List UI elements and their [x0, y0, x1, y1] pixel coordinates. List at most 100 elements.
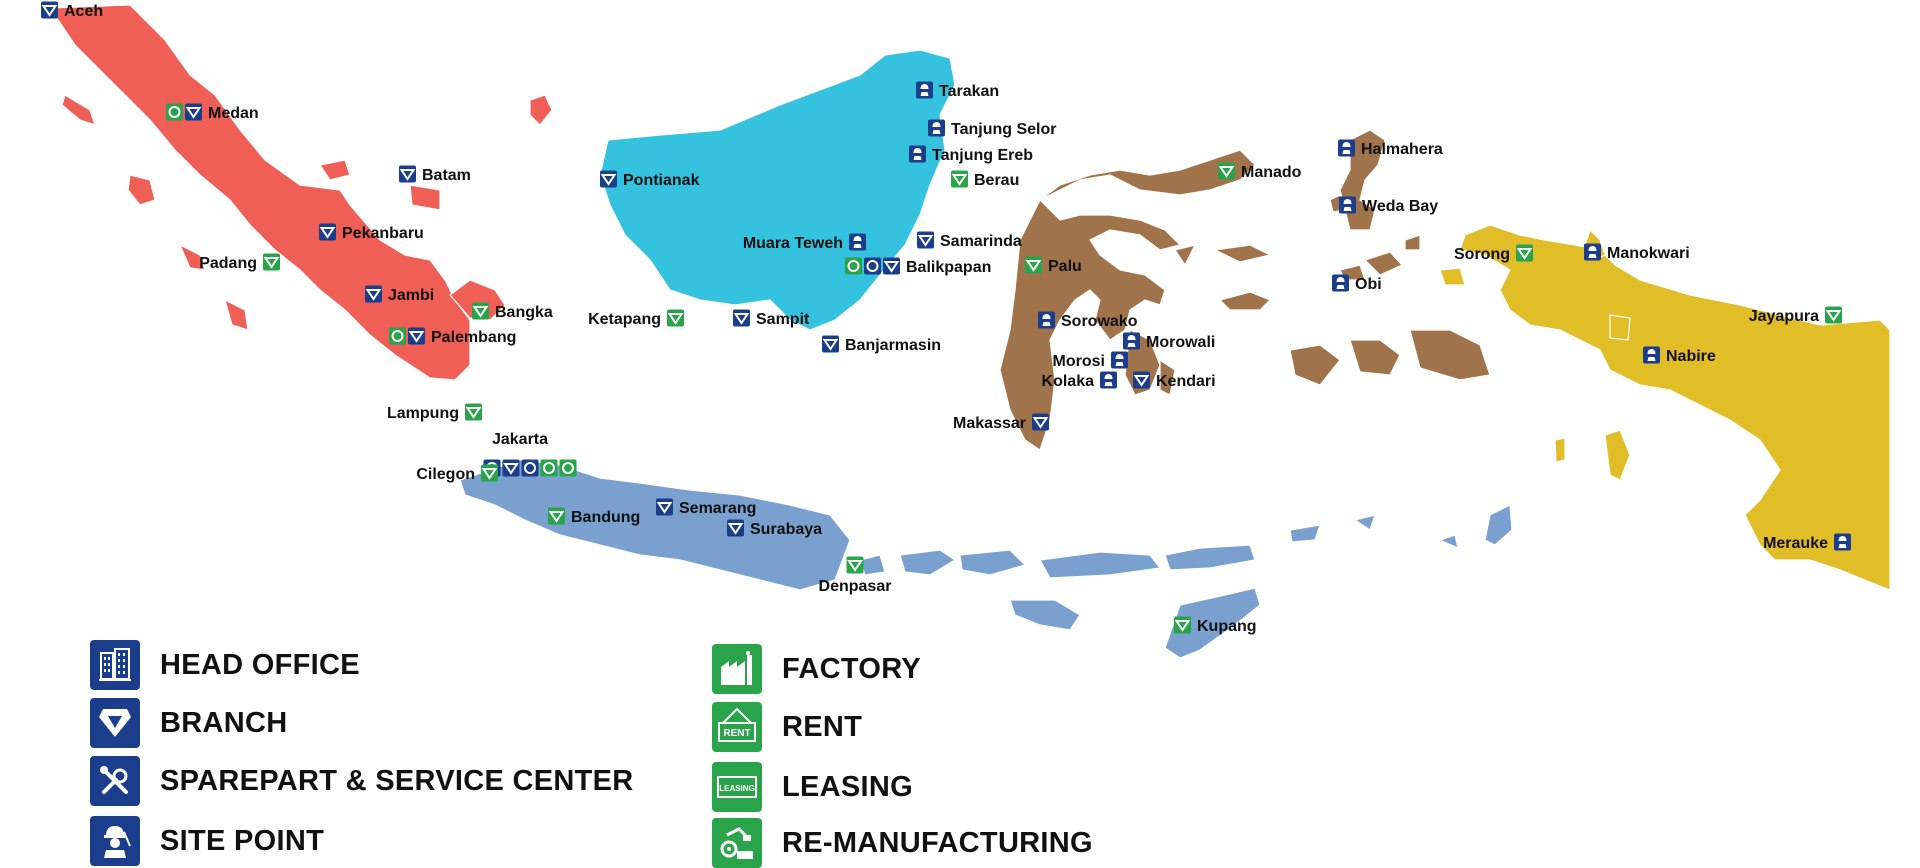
- location-jambi: Jambi: [365, 285, 434, 304]
- branch-icon: [319, 223, 336, 241]
- legend-head-office: HEAD OFFICE: [90, 640, 360, 690]
- location-pontianak: Pontianak: [600, 170, 700, 189]
- location-label: Morowali: [1146, 334, 1215, 351]
- location-label: Semarang: [679, 500, 756, 517]
- location-label: Weda Bay: [1362, 198, 1438, 215]
- location-label: Pontianak: [623, 172, 700, 189]
- branch-icon: [502, 459, 520, 477]
- java-nusa-region: [459, 459, 1513, 659]
- location-label: Merauke: [1763, 535, 1828, 552]
- location-kendari: Kendari: [1133, 371, 1216, 390]
- sparepart-icon: [864, 257, 881, 275]
- location-merauke: Merauke: [1763, 533, 1851, 552]
- legend-label-sparepart: SPAREPART & SERVICE CENTER: [160, 764, 634, 797]
- legend-label-leasing: LEASING: [782, 770, 913, 803]
- site-point-icon: [1123, 332, 1140, 350]
- rent-icon-text: RENT: [723, 728, 750, 739]
- location-nabire: Nabire: [1643, 346, 1716, 365]
- location-label: Ketapang: [588, 311, 661, 328]
- branch-icon: [365, 285, 382, 303]
- location-batam: Batam: [399, 165, 471, 184]
- remanufacturing-icon: [712, 818, 762, 868]
- location-label: Manado: [1241, 164, 1302, 181]
- location-tarakan: Tarakan: [916, 81, 999, 100]
- sulawesi-maluku-region: [999, 129, 1491, 451]
- site-point-icon: [849, 233, 866, 251]
- branch-icon: [883, 257, 900, 275]
- location-kupang: Kupang: [1174, 616, 1257, 635]
- location-sorowako: Sorowako: [1038, 311, 1138, 330]
- site-point-icon: [1332, 274, 1349, 292]
- location-semarang: Semarang: [656, 498, 756, 517]
- location-label: Kupang: [1197, 618, 1257, 635]
- location-label: Denpasar: [819, 578, 892, 595]
- location-surabaya: Surabaya: [727, 519, 822, 538]
- location-label: Cilegon: [416, 466, 475, 483]
- legend-label-branch: BRANCH: [160, 706, 288, 739]
- location-label: Tarakan: [939, 83, 999, 100]
- branch-icon: [1032, 413, 1049, 431]
- location-label: Tanjung Ereb: [932, 147, 1033, 164]
- branch-icon: [656, 498, 673, 516]
- branch-icon: [185, 103, 202, 121]
- leasing-icon-text: LEASING: [719, 784, 755, 793]
- location-aceh: Aceh: [41, 1, 103, 20]
- rent-icon: [263, 253, 280, 271]
- location-samarinda: Samarinda: [917, 231, 1022, 250]
- legend-factory: FACTORY: [712, 644, 921, 694]
- rent-icon: [465, 403, 482, 421]
- location-padang: Padang: [199, 253, 280, 272]
- branch-icon: [408, 327, 425, 345]
- location-label: Bandung: [571, 509, 640, 526]
- legend-rent: RENT RENT: [712, 702, 862, 752]
- location-banjarmasin: Banjarmasin: [822, 335, 941, 354]
- location-denpasar: Denpasar: [819, 556, 892, 595]
- rent-icon: [472, 302, 489, 320]
- site-point-icon: [909, 145, 926, 163]
- rent-icon: [1174, 616, 1191, 634]
- site-point-icon: [1100, 371, 1117, 389]
- location-balikpapan: Balikpapan: [845, 257, 991, 276]
- location-label: Lampung: [387, 405, 459, 422]
- legend-label-site-point: SITE POINT: [160, 824, 325, 857]
- location-label: Jambi: [388, 287, 434, 304]
- location-label: Muara Teweh: [743, 235, 843, 252]
- location-pekanbaru: Pekanbaru: [319, 223, 424, 242]
- location-jayapura: Jayapura: [1749, 306, 1842, 325]
- location-ketapang: Ketapang: [588, 309, 684, 328]
- location-label: Halmahera: [1361, 141, 1443, 158]
- head-office-icon: [90, 640, 140, 690]
- location-cilegon: Cilegon: [416, 464, 498, 483]
- location-label: Sorowako: [1061, 313, 1138, 330]
- location-label: Makassar: [953, 415, 1026, 432]
- legend-remanufacturing: RE-MANUFACTURING: [712, 818, 1093, 868]
- branch-icon: [399, 165, 416, 183]
- location-bandung: Bandung: [548, 507, 640, 526]
- location-bangka: Bangka: [472, 302, 553, 321]
- factory-icon: [712, 644, 762, 694]
- leasing-icon: [559, 459, 577, 477]
- location-medan: Medan: [166, 103, 259, 122]
- legend-label-rent: RENT: [782, 710, 863, 743]
- location-label: Sorong: [1454, 246, 1510, 263]
- location-morowali: Morowali: [1123, 332, 1215, 351]
- location-muara-teweh: Muara Teweh: [743, 233, 866, 252]
- location-halmahera: Halmahera: [1338, 139, 1443, 158]
- site-point-icon: [90, 816, 140, 866]
- location-palu: Palu: [1025, 256, 1082, 275]
- location-label: Medan: [208, 105, 259, 122]
- legend-sparepart: SPAREPART & SERVICE CENTER: [90, 756, 634, 806]
- location-weda-bay: Weda Bay: [1339, 196, 1438, 215]
- location-label: Sampit: [756, 311, 810, 328]
- location-label: Tanjung Selor: [951, 121, 1056, 138]
- branch-icon: [600, 170, 617, 188]
- location-sorong: Sorong: [1454, 244, 1533, 263]
- site-point-icon: [1834, 533, 1851, 551]
- rent-icon: [548, 507, 565, 525]
- location-label: Obi: [1355, 276, 1382, 293]
- location-label: Samarinda: [940, 233, 1022, 250]
- location-label: Aceh: [64, 3, 103, 20]
- legend-label-head-office: HEAD OFFICE: [160, 648, 360, 681]
- location-manokwari: Manokwari: [1584, 243, 1690, 262]
- branch-icon: [727, 519, 744, 537]
